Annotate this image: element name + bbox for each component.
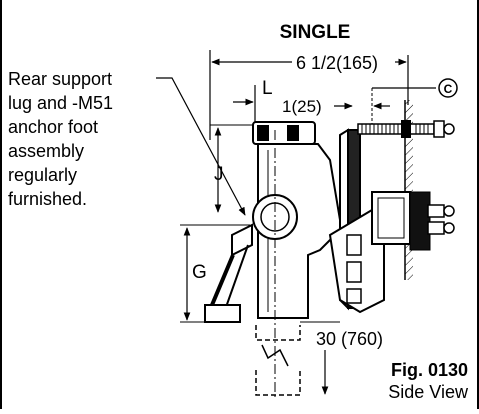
- carrier-body: [204, 121, 385, 323]
- figure-number: Fig. 0130: [391, 360, 468, 380]
- overall-width-label: 6 1/2(165): [296, 53, 378, 73]
- wall-marker-circle: [438, 78, 458, 98]
- note-line-3: anchor foot: [8, 117, 98, 137]
- anchor-foot: [204, 304, 241, 323]
- extension-label: 30 (760): [316, 329, 383, 349]
- wall-marker-label: C: [444, 82, 453, 96]
- wall-offset-label: 1(25): [282, 97, 322, 116]
- g-dimension: G: [180, 224, 250, 323]
- note-text: Rear support lug and -M51 anchor foot as…: [8, 69, 113, 209]
- g-label: G: [192, 262, 207, 283]
- l-dimension: L: [233, 78, 273, 125]
- figure-caption: Side View: [388, 382, 469, 402]
- rear-support-lug: [231, 223, 253, 257]
- note-line-1: Rear support: [8, 69, 112, 89]
- lower-coupling-assembly: [371, 191, 455, 251]
- extension-dimension: 30 (760): [300, 321, 383, 395]
- note-leader-line: [156, 77, 246, 216]
- note-line-2: lug and -M51: [8, 93, 113, 113]
- j-label: J: [214, 164, 224, 185]
- note-line-4: assembly: [8, 141, 84, 161]
- l-label: L: [262, 78, 273, 99]
- note-line-5: regularly: [8, 165, 77, 185]
- upper-anchor-bolt: [357, 120, 455, 138]
- j-dimension: J: [210, 124, 258, 213]
- wall-offset-dimension: 1(25): [282, 97, 390, 116]
- extension-pipe: [255, 325, 301, 396]
- note-line-6: furnished.: [8, 189, 87, 209]
- diagram-title: SINGLE: [280, 22, 351, 43]
- wall-marker-c: C: [371, 78, 458, 130]
